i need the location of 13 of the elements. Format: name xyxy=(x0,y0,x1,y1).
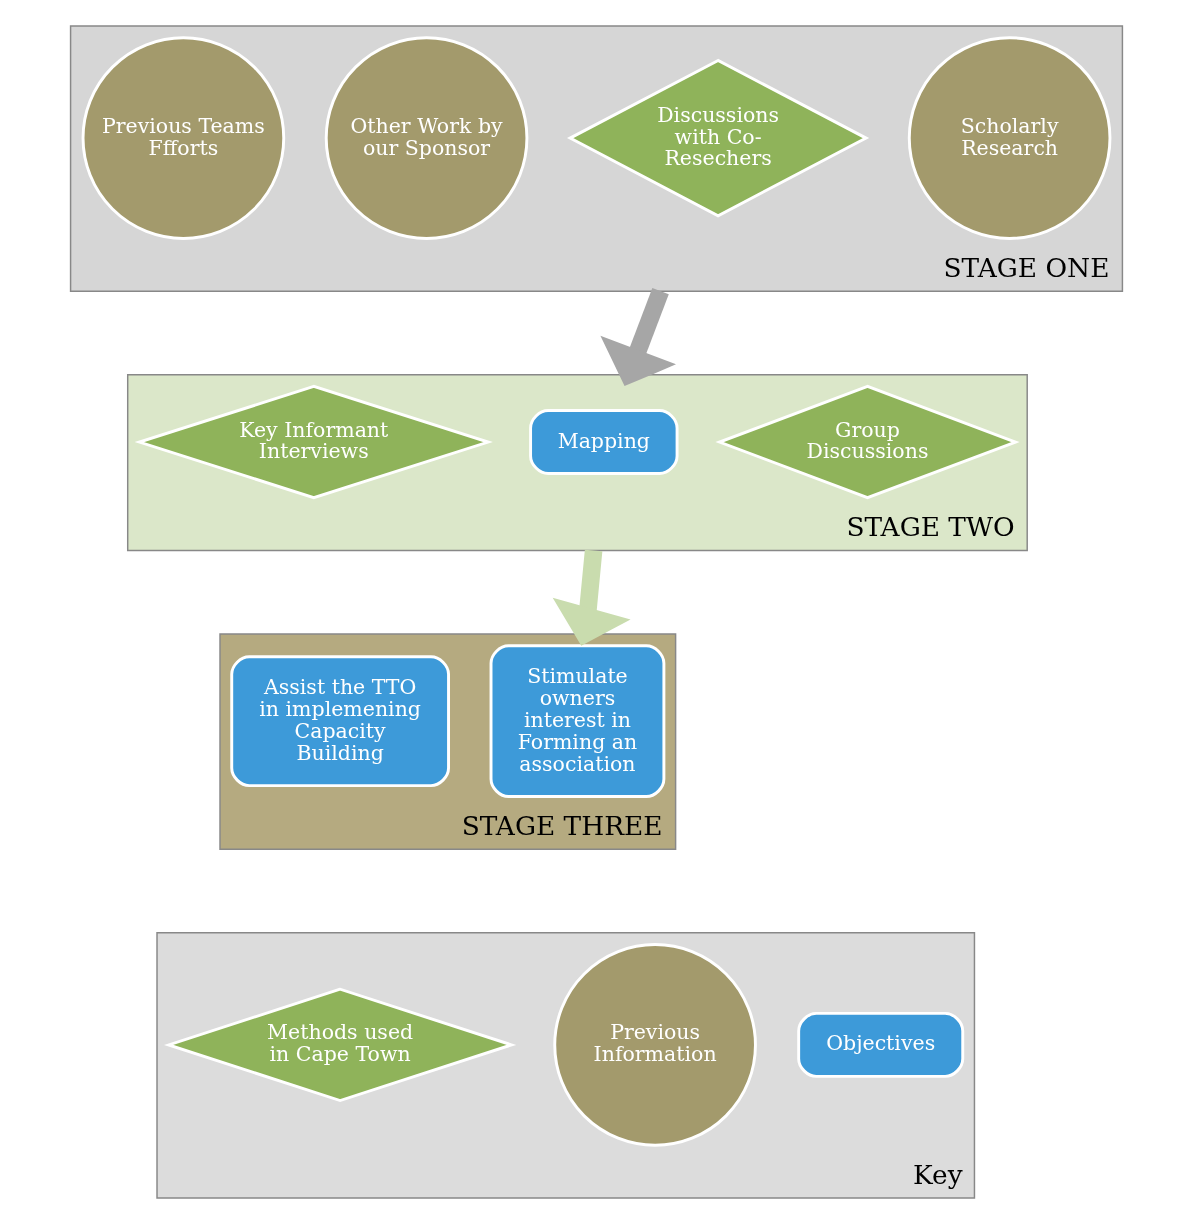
node-circle: Previous Teams Ffforts xyxy=(81,36,286,240)
node-box: Mapping xyxy=(529,409,679,476)
node-box: Assist the TTO in implemening Capacity Building xyxy=(230,655,450,788)
node-box: Objectives xyxy=(797,1011,965,1078)
node-diamond: Discussions with Co-Resechers xyxy=(566,58,870,218)
node-circle: Scholarly Research xyxy=(907,36,1112,240)
node-diamond: Group Discussions xyxy=(715,384,1020,500)
node-diamond: Key Informant Interviews xyxy=(134,384,493,500)
arrow xyxy=(600,288,676,387)
node-box: Stimulate owners interest in Forming an association xyxy=(489,644,666,799)
node-diamond: Methods used in Cape Town xyxy=(164,987,517,1103)
node-circle: Previous Information xyxy=(553,943,757,1147)
node-circle: Other Work by our Sponsor xyxy=(324,36,529,240)
